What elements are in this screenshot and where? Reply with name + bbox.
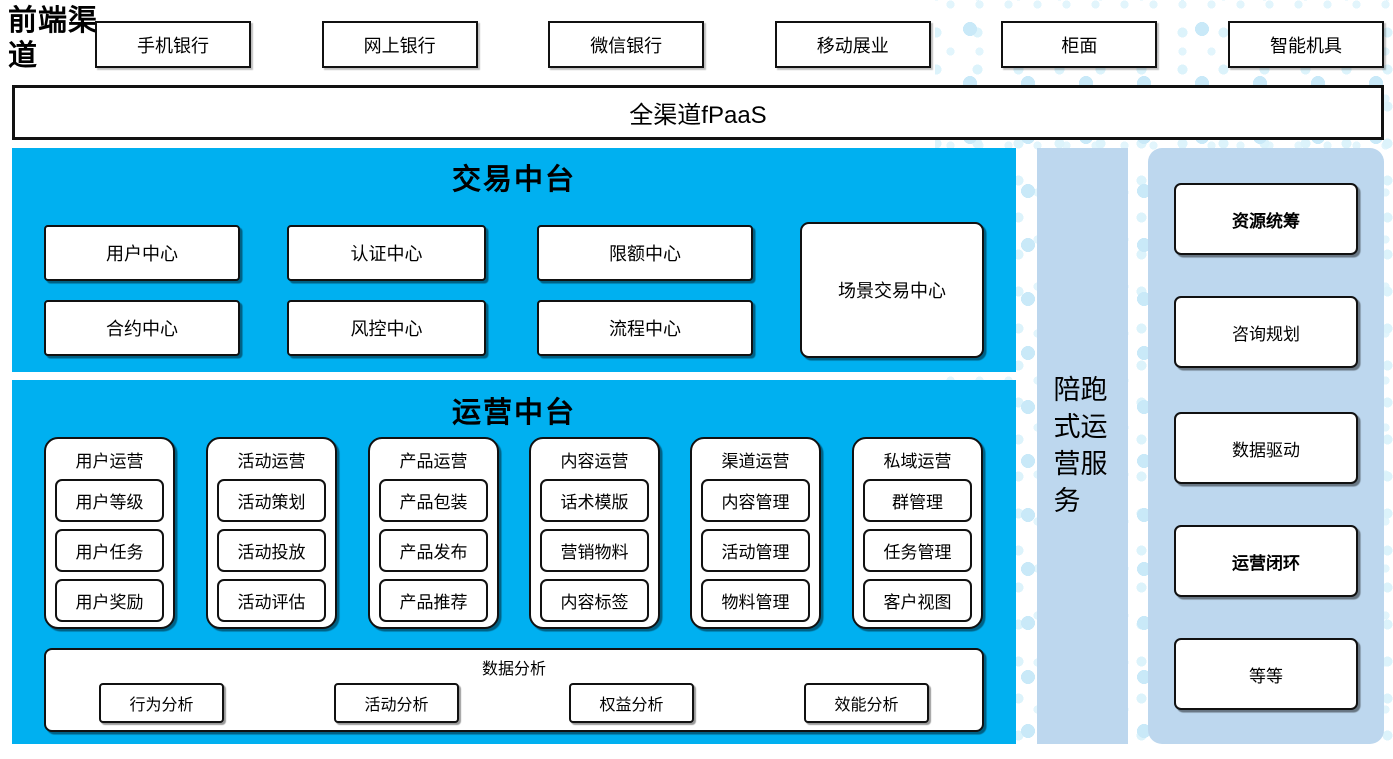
ops-item: 产品包装 xyxy=(379,479,488,522)
ops-column-header: 用户运营 xyxy=(75,452,144,471)
rp-box-data-driven: 数据驱动 xyxy=(1174,412,1358,484)
trade-box-process-center: 流程中心 xyxy=(537,300,753,356)
ops-item: 物料管理 xyxy=(701,579,810,622)
da-box-behavior-analysis: 行为分析 xyxy=(99,683,224,723)
channel-box-mobile-marketing: 移动展业 xyxy=(774,21,931,68)
ops-column-activity-ops: 活动运营 活动策划 活动投放 活动评估 xyxy=(206,437,337,629)
ops-item: 活动评估 xyxy=(217,579,326,622)
trade-box-contract-center: 合约中心 xyxy=(44,300,240,356)
ops-column-private-domain-ops: 私域运营 群管理 任务管理 客户视图 xyxy=(852,437,983,629)
ops-item: 内容管理 xyxy=(701,479,810,522)
rp-box-ops-closed-loop: 运营闭环 xyxy=(1174,525,1358,597)
trade-box-scenario-trade-center: 场景交易中心 xyxy=(800,222,984,358)
ops-column-header: 私域运营 xyxy=(883,452,952,471)
trade-platform-title: 交易中台 xyxy=(451,164,576,196)
ops-column-header: 产品运营 xyxy=(399,452,468,471)
side-service-bar: 陪跑式运营服务 xyxy=(1037,148,1128,744)
ops-item: 产品发布 xyxy=(379,529,488,572)
da-box-benefit-analysis: 权益分析 xyxy=(569,683,694,723)
fpaas-bar: 全渠道fPaaS xyxy=(12,85,1384,140)
ops-column-header: 内容运营 xyxy=(560,452,629,471)
da-box-efficiency-analysis: 效能分析 xyxy=(804,683,929,723)
trade-platform-block: 交易中台 用户中心 认证中心 限额中心 合约中心 风控中心 流程中心 场景交易中… xyxy=(12,148,1016,372)
channel-box-wechat-banking: 微信银行 xyxy=(548,21,705,68)
ops-item: 客户视图 xyxy=(863,579,972,622)
data-analysis-row: 行为分析 活动分析 权益分析 效能分析 xyxy=(99,683,929,723)
ops-column-content-ops: 内容运营 话术模版 营销物料 内容标签 xyxy=(529,437,660,629)
trade-box-limit-center: 限额中心 xyxy=(537,225,753,281)
rp-box-consulting-planning: 咨询规划 xyxy=(1174,296,1358,368)
ops-item: 活动管理 xyxy=(701,529,810,572)
front-channels-label: 前端渠道 xyxy=(8,5,99,72)
ops-item: 用户任务 xyxy=(55,529,164,572)
trade-box-user-center: 用户中心 xyxy=(44,225,240,281)
ops-column-header: 活动运营 xyxy=(237,452,306,471)
ops-platform-block: 运营中台 用户运营 用户等级 用户任务 用户奖励 活动运营 活动策划 活动投放 … xyxy=(12,380,1016,744)
ops-column-user-ops: 用户运营 用户等级 用户任务 用户奖励 xyxy=(44,437,175,629)
trade-box-auth-center: 认证中心 xyxy=(287,225,486,281)
ops-column-header: 渠道运营 xyxy=(721,452,790,471)
data-analysis-title: 数据分析 xyxy=(481,661,546,678)
ops-column-product-ops: 产品运营 产品包装 产品发布 产品推荐 xyxy=(368,437,499,629)
ops-platform-title: 运营中台 xyxy=(451,397,576,429)
ops-item: 任务管理 xyxy=(863,529,972,572)
front-channel-row: 手机银行 网上银行 微信银行 移动展业 柜面 智能机具 xyxy=(95,21,1384,68)
trade-box-risk-center: 风控中心 xyxy=(287,300,486,356)
ops-item: 产品推荐 xyxy=(379,579,488,622)
da-box-activity-analysis: 活动分析 xyxy=(334,683,459,723)
ops-item: 活动策划 xyxy=(217,479,326,522)
rp-box-etc: 等等 xyxy=(1174,638,1358,710)
channel-box-smart-devices: 智能机具 xyxy=(1227,21,1384,68)
channel-box-mobile-banking: 手机银行 xyxy=(95,21,251,68)
ops-item: 话术模版 xyxy=(540,479,649,522)
ops-item: 内容标签 xyxy=(540,579,649,622)
channel-box-counter: 柜面 xyxy=(1001,21,1158,68)
ops-item: 营销物料 xyxy=(540,529,649,572)
ops-item: 用户奖励 xyxy=(55,579,164,622)
right-service-panel: 资源统筹 咨询规划 数据驱动 运营闭环 等等 xyxy=(1148,148,1384,744)
ops-item: 活动投放 xyxy=(217,529,326,572)
ops-column-channel-ops: 渠道运营 内容管理 活动管理 物料管理 xyxy=(690,437,821,629)
side-service-label: 陪跑式运营服务 xyxy=(1053,375,1108,516)
data-analysis-strip: 数据分析 行为分析 活动分析 权益分析 效能分析 xyxy=(44,648,984,732)
ops-item: 群管理 xyxy=(863,479,972,522)
channel-box-online-banking: 网上银行 xyxy=(321,21,478,68)
ops-item: 用户等级 xyxy=(55,479,164,522)
rp-box-resource-coordination: 资源统筹 xyxy=(1174,183,1358,255)
